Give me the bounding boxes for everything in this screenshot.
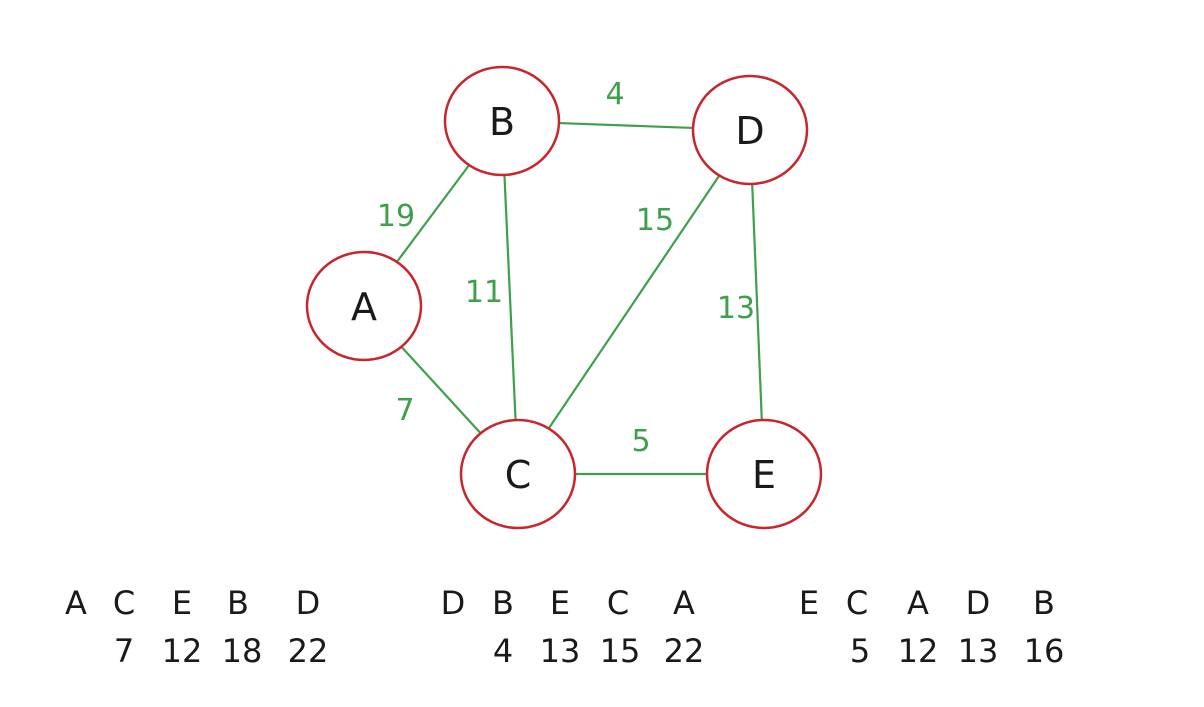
edge-weight-a-b: 19: [377, 199, 415, 234]
edge-a-b: [396, 164, 470, 263]
route-node: C: [845, 584, 869, 622]
route-node: D: [295, 584, 321, 622]
route-node: E: [171, 584, 193, 622]
edge-weight-d-e: 13: [717, 291, 755, 326]
route-distance: 22: [287, 632, 329, 670]
node-d: D: [691, 74, 809, 186]
route-node: B: [1033, 584, 1055, 622]
route-distance: 18: [221, 632, 263, 670]
route-distance: 13: [539, 632, 581, 670]
route-node: D: [965, 584, 991, 622]
route-node: E: [798, 584, 820, 622]
edge-b-d: [558, 121, 694, 130]
edge-c-d: [547, 174, 721, 430]
route-node: A: [907, 584, 929, 622]
weights-layer: 19 7 11 4 15 5 13: [377, 77, 755, 459]
route-node: B: [492, 584, 514, 622]
node-label: B: [489, 100, 515, 144]
node-circle: [305, 250, 423, 362]
edge-weight-b-c: 11: [465, 275, 503, 310]
route-distance: 13: [957, 632, 999, 670]
route-node: D: [440, 584, 466, 622]
node-e: E: [705, 418, 823, 530]
node-circle: [705, 418, 823, 530]
edge-weight-c-e: 5: [631, 424, 650, 459]
node-label: E: [752, 453, 776, 497]
node-c: C: [459, 418, 577, 530]
route-table-from-e: E C A D B 5 12 13 16: [0, 584, 1204, 680]
route-order-row: E C A D B: [0, 584, 1204, 632]
edge-weight-a-c: 7: [395, 393, 414, 428]
edge-b-c: [503, 174, 517, 421]
route-table-from-a: A C E B D 7 12 18 22: [0, 584, 400, 680]
route-distance: 7: [113, 632, 135, 670]
route-distance: 12: [161, 632, 203, 670]
route-distance-row: 4 13 15 22: [0, 632, 800, 680]
route-distance: 15: [599, 632, 641, 670]
node-circle: [459, 418, 577, 530]
route-distance: 22: [663, 632, 705, 670]
node-b: B: [443, 65, 561, 177]
route-node: B: [227, 584, 249, 622]
route-order-row: D B E C A: [0, 584, 800, 632]
route-node: C: [606, 584, 630, 622]
route-distance-row: 5 12 13 16: [0, 632, 1204, 680]
route-order-row: A C E B D: [0, 584, 400, 632]
route-node: E: [549, 584, 571, 622]
route-node: C: [112, 584, 136, 622]
edge-d-e: [751, 183, 763, 421]
node-label: C: [505, 453, 532, 497]
route-distance: 12: [897, 632, 939, 670]
edges-layer: [396, 121, 763, 476]
node-a: A: [305, 250, 423, 362]
node-label: A: [351, 285, 377, 329]
node-circle: [691, 74, 809, 186]
route-distance: 16: [1023, 632, 1065, 670]
edge-weight-b-d: 4: [605, 77, 624, 112]
route-distance: 4: [492, 632, 514, 670]
edge-a-c: [400, 346, 482, 434]
edge-weight-c-d: 15: [636, 203, 674, 238]
node-circle: [443, 65, 561, 177]
route-distance: 5: [849, 632, 871, 670]
nodes-layer: A B C D E: [305, 65, 823, 530]
route-node: A: [65, 584, 87, 622]
route-table-from-d: D B E C A 4 13 15 22: [0, 584, 800, 680]
node-label: D: [735, 109, 764, 153]
route-node: A: [673, 584, 695, 622]
route-distance-row: 7 12 18 22: [0, 632, 400, 680]
